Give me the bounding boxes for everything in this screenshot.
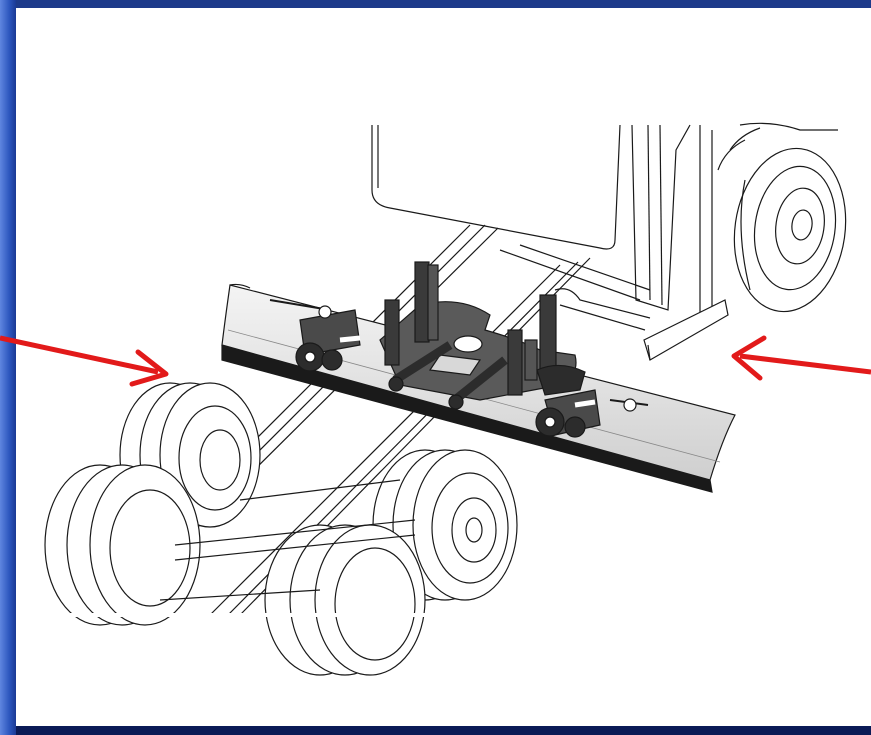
mount-assembly xyxy=(269,261,649,438)
truck-cab xyxy=(371,122,847,361)
left-accent-bar xyxy=(0,0,16,735)
left-arrow-icon xyxy=(0,335,169,387)
rear-wheels-left xyxy=(44,382,261,626)
right-arrow-icon xyxy=(731,335,871,381)
crossmembers xyxy=(159,479,416,601)
rear-wheels-right xyxy=(264,449,518,676)
